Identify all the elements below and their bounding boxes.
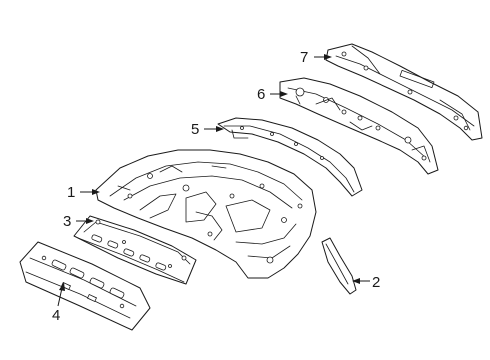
part-2-bracket [321,237,357,295]
callout-1: 1 [67,184,75,201]
callout-2: 2 [372,274,380,291]
callout-7: 7 [300,49,308,66]
part-5-crossmember [217,117,363,197]
part-3-cross-brace [73,215,197,285]
callout-6: 6 [257,86,265,103]
part-1-rear-floor-pan [95,149,317,279]
callout-3: 3 [63,213,71,230]
callout-4: 4 [52,307,60,324]
part-4-lower-brace [19,241,151,331]
part-7-rear-panel-upper [325,43,483,141]
part-6-rear-panel-inner [279,77,439,175]
callout-leaders [57,54,370,307]
callout-5: 5 [191,121,199,138]
